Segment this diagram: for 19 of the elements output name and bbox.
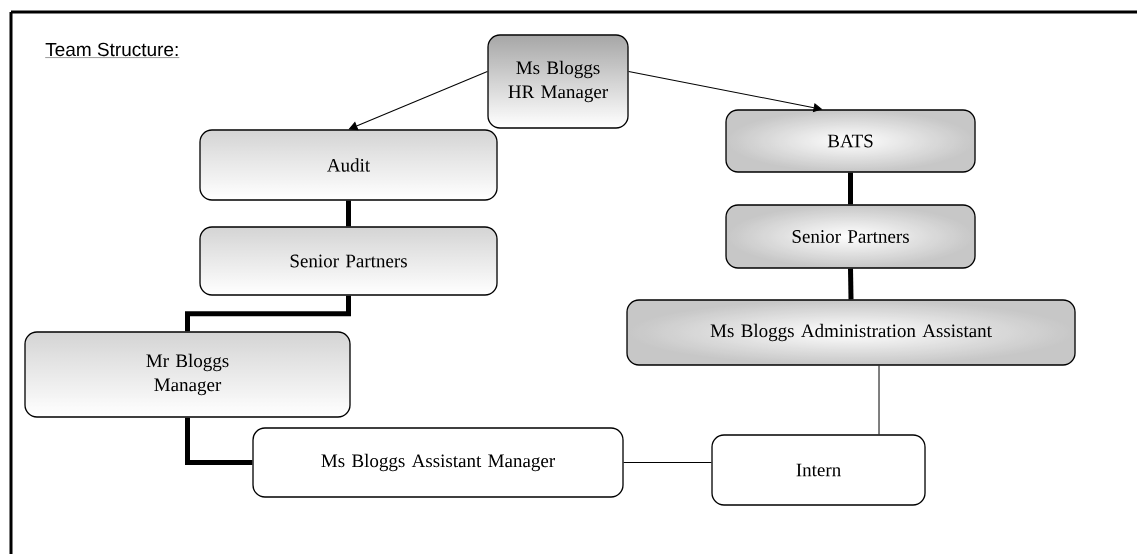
- org-box: Ms Bloggs Administration Assistant: [626, 299, 1076, 366]
- arrow: [349, 71, 488, 131]
- org-box: Mr Bloggs Manager: [24, 331, 351, 418]
- heading: Team Structure:: [45, 42, 180, 58]
- org-box: Intern: [711, 434, 926, 506]
- org-box: Ms Bloggs HR Manager: [487, 34, 629, 129]
- connector-line: [346, 200, 351, 227]
- org-box: Senior Partners: [199, 226, 498, 296]
- arrow: [628, 71, 822, 112]
- connector-line: [623, 462, 712, 463]
- connector-line: [878, 365, 880, 435]
- org-box: Audit: [199, 129, 498, 201]
- org-box: Ms Bloggs Assistant Manager: [252, 427, 624, 498]
- connector-line: [848, 268, 854, 300]
- connector-line: [185, 295, 351, 332]
- connector-line: [185, 417, 253, 465]
- org-box: BATS: [725, 109, 976, 173]
- connector-line: [848, 172, 853, 205]
- org-box: Senior Partners: [725, 204, 976, 269]
